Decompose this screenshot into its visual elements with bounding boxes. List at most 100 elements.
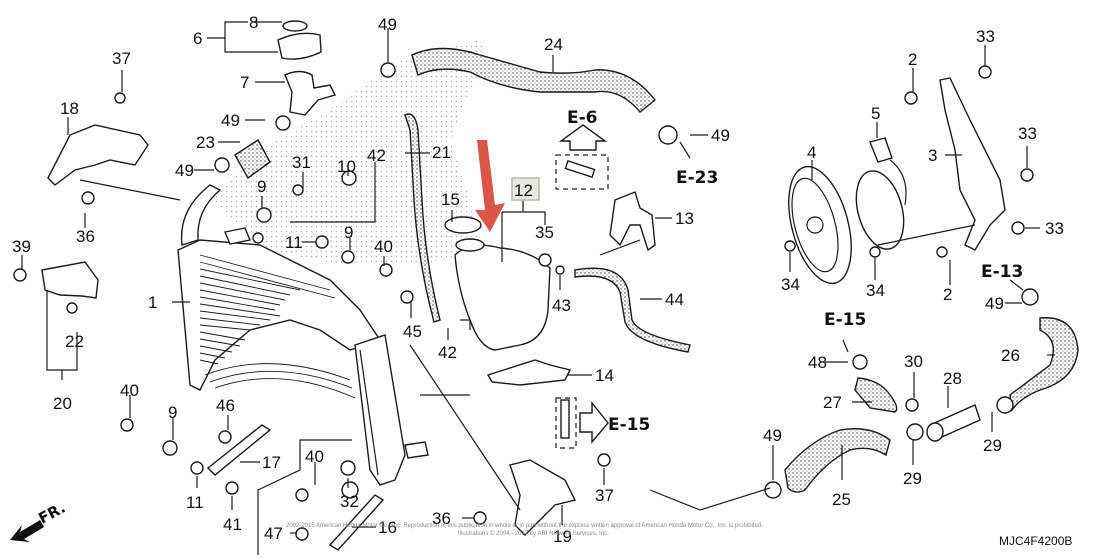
arrow-e23 [679, 141, 691, 159]
callout-39[interactable]: 39 [12, 237, 31, 256]
callout-29[interactable]: 29 [903, 469, 922, 488]
callout-33[interactable]: 33 [1045, 219, 1064, 238]
callout-49[interactable]: 49 [378, 15, 397, 34]
callout-22[interactable]: 22 [65, 332, 84, 351]
callout-40[interactable]: 40 [374, 237, 393, 256]
stay-part-19[interactable] [509, 459, 577, 536]
callout-11[interactable]: 11 [285, 233, 303, 252]
radiator-part-1[interactable] [177, 184, 429, 486]
callout-23[interactable]: 23 [196, 133, 215, 152]
arrow-up-e6 [558, 124, 608, 151]
copyright-text: 2002-2015 American Honda Motor Co., Inc.… [286, 523, 763, 529]
callout-2[interactable]: 2 [908, 50, 917, 69]
callout-7[interactable]: 7 [240, 73, 249, 92]
callout-9[interactable]: 9 [257, 177, 266, 196]
hose-part-25[interactable] [784, 428, 891, 493]
radiator-cap-part-6[interactable] [277, 20, 322, 60]
callout-32[interactable]: 32 [340, 492, 359, 511]
callout-30[interactable]: 30 [904, 352, 923, 371]
callout-34[interactable]: 34 [866, 281, 885, 300]
callout-9[interactable]: 9 [168, 403, 177, 422]
callout-25[interactable]: 25 [832, 490, 851, 509]
callout-36[interactable]: 36 [76, 227, 95, 246]
bracket-part-14[interactable] [486, 359, 572, 386]
reference-e13[interactable]: E-13 [981, 262, 1023, 282]
callout-45[interactable]: 45 [403, 322, 422, 341]
callout-21[interactable]: 21 [432, 143, 451, 162]
reference-e15[interactable]: E-15 [608, 415, 650, 435]
hose-part-44[interactable] [574, 267, 691, 353]
callout-49[interactable]: 49 [711, 126, 730, 145]
stay-part-16[interactable] [328, 494, 385, 551]
fan-shroud-part-3[interactable] [939, 77, 1006, 251]
filler-neck-part-7[interactable] [284, 70, 337, 116]
callout-12[interactable]: 12 [514, 181, 533, 200]
callout-35[interactable]: 35 [535, 223, 554, 242]
callout-37[interactable]: 37 [112, 49, 131, 68]
callout-40[interactable]: 40 [305, 447, 324, 466]
reference-e6[interactable]: E-6 [567, 108, 598, 128]
callout-13[interactable]: 13 [675, 209, 694, 228]
stay-part-18[interactable] [47, 124, 149, 186]
callout-42[interactable]: 42 [367, 146, 386, 165]
callout-20[interactable]: 20 [53, 394, 72, 413]
reserve-tank-part-12[interactable] [444, 216, 551, 351]
callout-47[interactable]: 47 [264, 524, 283, 543]
callout-2[interactable]: 2 [943, 285, 952, 304]
callout-33[interactable]: 33 [976, 27, 995, 46]
callout-15[interactable]: 15 [441, 190, 460, 209]
front-arrow-icon [10, 520, 44, 542]
callout-4[interactable]: 4 [807, 143, 816, 162]
hose-part-27[interactable] [854, 377, 898, 413]
callout-49[interactable]: 49 [175, 161, 194, 180]
arrow-right-e15 [579, 401, 609, 444]
callout-29[interactable]: 29 [983, 436, 1002, 455]
callout-16[interactable]: 16 [378, 518, 397, 537]
callout-5[interactable]: 5 [871, 104, 880, 123]
callout-49[interactable]: 49 [221, 111, 240, 130]
callout-43[interactable]: 43 [552, 296, 571, 315]
fan-part-4[interactable] [777, 160, 862, 290]
callout-41[interactable]: 41 [223, 515, 242, 534]
callout-6[interactable]: 6 [193, 29, 202, 48]
callout-36[interactable]: 36 [432, 509, 451, 528]
callout-33[interactable]: 33 [1018, 124, 1037, 143]
front-direction-indicator: FR. [10, 499, 68, 542]
hose-part-26[interactable] [1009, 317, 1079, 412]
callout-14[interactable]: 14 [595, 366, 614, 385]
callout-44[interactable]: 44 [665, 290, 684, 309]
callout-49[interactable]: 49 [763, 426, 782, 445]
reference-e23[interactable]: E-23 [676, 168, 718, 188]
callout-46[interactable]: 46 [216, 396, 235, 415]
callout-18[interactable]: 18 [60, 99, 79, 118]
callout-1[interactable]: 1 [148, 293, 157, 312]
callout-34[interactable]: 34 [781, 275, 800, 294]
callout-31[interactable]: 31 [292, 153, 311, 172]
callout-37[interactable]: 37 [595, 486, 614, 505]
callout-27[interactable]: 27 [823, 393, 842, 412]
callout-49[interactable]: 49 [985, 294, 1004, 313]
bracket-part-20[interactable] [41, 261, 99, 299]
callout-48[interactable]: 48 [808, 353, 827, 372]
callout-40[interactable]: 40 [120, 381, 139, 400]
callout-42[interactable]: 42 [438, 343, 457, 362]
hose-part-21[interactable] [404, 113, 441, 323]
callout-26[interactable]: 26 [1001, 346, 1020, 365]
fan-motor-part-5[interactable] [848, 137, 911, 254]
callout-17[interactable]: 17 [262, 453, 281, 472]
bracket-part-13[interactable] [609, 191, 656, 252]
arrow-e15b [842, 339, 849, 353]
callout-28[interactable]: 28 [943, 369, 962, 388]
reference-e15b[interactable]: E-15 [824, 310, 866, 330]
callout-3[interactable]: 3 [928, 146, 937, 165]
hose-part-23[interactable] [234, 139, 271, 180]
callout-8[interactable]: 8 [249, 13, 258, 32]
stay-part-17[interactable] [206, 424, 272, 476]
callout-19[interactable]: 19 [553, 527, 572, 546]
callout-9[interactable]: 9 [344, 223, 353, 242]
callout-11[interactable]: 11 [186, 493, 204, 512]
hose-part-24[interactable] [411, 47, 656, 113]
callout-24[interactable]: 24 [544, 35, 563, 54]
callout-10[interactable]: 10 [337, 157, 356, 176]
